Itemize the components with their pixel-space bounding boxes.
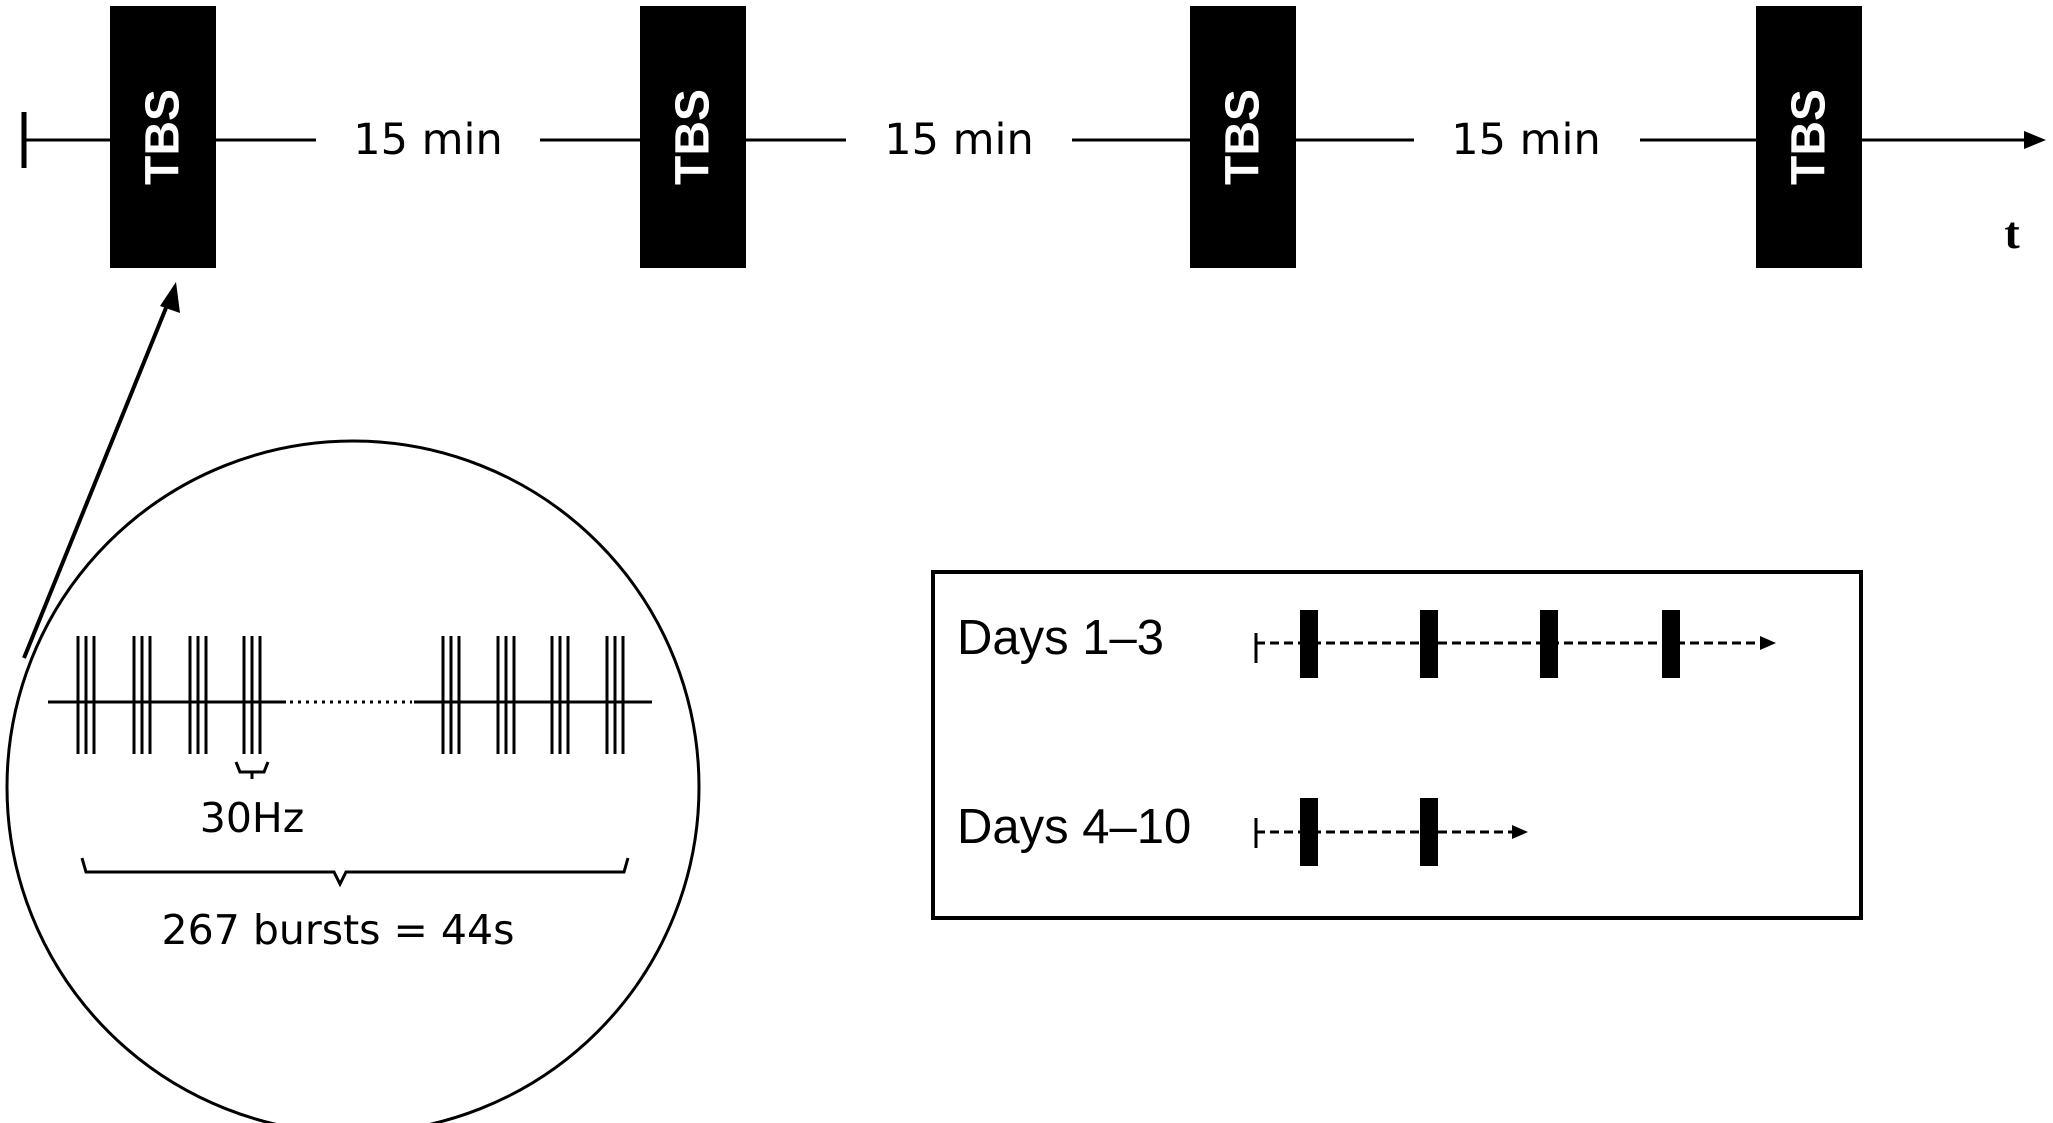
schedule-row: Days 1–3 bbox=[957, 610, 1776, 678]
interval-label: 15 min bbox=[353, 115, 502, 165]
schedule-session-mark bbox=[1300, 798, 1318, 866]
tbs-block-label: TBS bbox=[1783, 89, 1836, 185]
interval-label: 15 min bbox=[884, 115, 1033, 165]
zoom-pointer-arrowhead-icon bbox=[160, 282, 180, 313]
tbs-block-label: TBS bbox=[1217, 89, 1270, 185]
schedule-session-mark bbox=[1662, 610, 1680, 678]
time-axis-label: t bbox=[2004, 207, 2020, 258]
schedule-row-label: Days 4–10 bbox=[957, 800, 1191, 854]
interval-label: 15 min bbox=[1451, 115, 1600, 165]
schedule-arrowhead-icon bbox=[1760, 636, 1776, 650]
schedule-session-mark bbox=[1420, 798, 1438, 866]
schedule-session-mark bbox=[1300, 610, 1318, 678]
tbs-block: TBS bbox=[1756, 6, 1862, 268]
tbs-block: TBS bbox=[640, 6, 746, 268]
zoom-pointer-line bbox=[22, 297, 172, 659]
daily-schedule-box: Days 1–3 Days 4–10 bbox=[931, 570, 1863, 920]
schedule-row: Days 4–10 bbox=[957, 798, 1528, 866]
duration-brace bbox=[80, 857, 630, 888]
schedule-session-mark bbox=[1420, 610, 1438, 678]
schedule-row-label: Days 1–3 bbox=[957, 611, 1164, 665]
schedule-frame bbox=[931, 570, 1863, 920]
frequency-bracket bbox=[234, 761, 270, 779]
tbs-block: TBS bbox=[110, 6, 216, 268]
schedule-session-mark bbox=[1540, 610, 1558, 678]
burst-trains bbox=[76, 636, 625, 754]
frequency-label: 30Hz bbox=[200, 794, 305, 842]
burst-detail: 30Hz 267 bursts = 44s bbox=[5, 439, 701, 1123]
tbs-block-label: TBS bbox=[137, 89, 190, 185]
timeline-arrowhead-icon bbox=[2024, 131, 2046, 149]
burst-detail-circle bbox=[5, 439, 701, 1123]
tbs-block-label: TBS bbox=[667, 89, 720, 185]
schedule-arrowhead-icon bbox=[1512, 825, 1528, 839]
tbs-block: TBS bbox=[1190, 6, 1296, 268]
duration-label: 267 bursts = 44s bbox=[162, 906, 515, 954]
session-timeline: TBS TBS TBS TBS 15 min 15 min 15 min t bbox=[21, 6, 2046, 268]
